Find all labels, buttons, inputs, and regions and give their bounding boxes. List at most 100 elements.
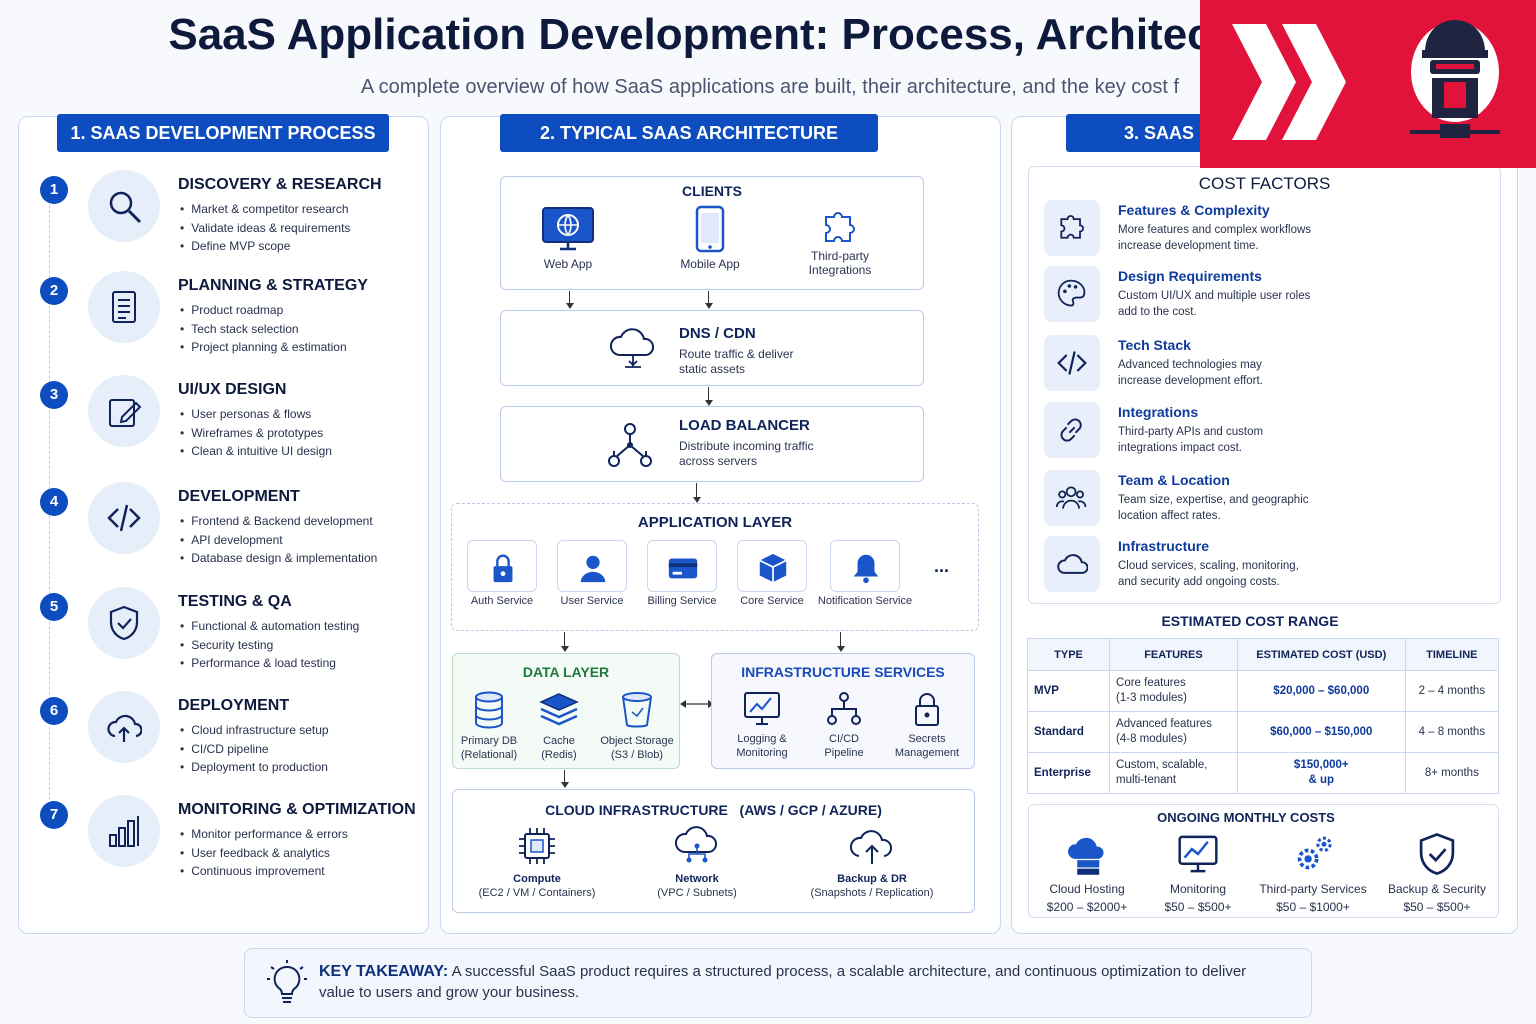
factor-icon-box bbox=[1044, 200, 1100, 256]
step-bullet: Database design & implementation bbox=[178, 549, 377, 568]
monthly-cost-name: Third-party Services bbox=[1259, 882, 1367, 896]
client-label: Web App bbox=[543, 257, 593, 271]
client-mobile-app[interactable]: Mobile App bbox=[673, 205, 747, 271]
lightbulb-icon bbox=[267, 960, 307, 1003]
data-item-label: Object Storage (S3 / Blob) bbox=[600, 735, 674, 761]
cell-timeline: 4 – 8 months bbox=[1404, 711, 1500, 753]
mobile-phone-icon bbox=[695, 205, 725, 253]
step-number: 5 bbox=[40, 593, 68, 621]
step-icon-circle bbox=[88, 691, 160, 763]
process-step[interactable]: 3UI/UX DESIGNUser personas & flowsWirefr… bbox=[36, 375, 431, 481]
service-label: Core Service bbox=[740, 595, 804, 607]
factor-desc-line: Advanced technologies may bbox=[1118, 359, 1262, 371]
step-number: 1 bbox=[40, 176, 68, 204]
process-step[interactable]: 6DEPLOYMENTCloud infrastructure setupCI/… bbox=[36, 691, 431, 797]
cell-line: & up bbox=[1308, 774, 1335, 786]
step-bullets: Frontend & Backend developmentAPI develo… bbox=[178, 512, 377, 568]
monthly-cost-item: Monitoring$50 – $500+ bbox=[1143, 832, 1253, 916]
step-icon-circle bbox=[88, 482, 160, 554]
step-bullet: CI/CD pipeline bbox=[178, 740, 329, 759]
shield-check-icon bbox=[109, 605, 139, 641]
monthly-cost-name: Monitoring bbox=[1169, 882, 1227, 896]
cloud-item-sub: (Snapshots / Replication) bbox=[810, 887, 934, 899]
client-third-party[interactable]: Third-party Integrations bbox=[797, 205, 883, 277]
bar-chart-icon bbox=[109, 816, 139, 847]
monitor-globe-icon bbox=[542, 207, 594, 251]
cell-line: Advanced features bbox=[1116, 718, 1212, 730]
step-number: 7 bbox=[40, 801, 68, 829]
monthly-cost-range: $50 – $1000+ bbox=[1276, 900, 1350, 914]
takeaway-label: KEY TAKEAWAY: bbox=[319, 963, 449, 980]
client-web-app[interactable]: Web App bbox=[531, 205, 605, 271]
infra-item-cicd[interactable]: CI/CD Pipeline bbox=[812, 690, 876, 760]
cloud-item-network[interactable]: Network (VPC / Subnets) bbox=[637, 824, 757, 900]
clients-title: CLIENTS bbox=[682, 183, 742, 199]
service-card[interactable] bbox=[467, 540, 537, 592]
process-header: 1. SAAS DEVELOPMENT PROCESS bbox=[57, 114, 389, 152]
cell-features: Advanced features (4-8 modules) bbox=[1109, 711, 1238, 753]
cloud-item-name: Backup & DR bbox=[837, 873, 907, 885]
cell-cost: $20,000 – $60,000 bbox=[1236, 670, 1406, 712]
data-item-storage[interactable]: Object Storage (S3 / Blob) bbox=[597, 690, 677, 762]
pipeline-icon bbox=[827, 692, 861, 725]
step-title: DISCOVERY & RESEARCH bbox=[178, 176, 382, 193]
service-label: Notification Service bbox=[817, 595, 913, 607]
step-bullet: Security testing bbox=[178, 636, 359, 655]
service-card[interactable] bbox=[737, 540, 807, 592]
monthly-cost-name: Backup & Security bbox=[1387, 882, 1487, 896]
data-item-cache[interactable]: Cache (Redis) bbox=[529, 690, 589, 762]
cell-line: (4-8 modules) bbox=[1116, 733, 1187, 745]
puzzle-icon bbox=[825, 212, 855, 242]
factor-desc-line: More features and complex workflows bbox=[1118, 224, 1312, 236]
bucket-icon bbox=[622, 692, 652, 728]
palette-icon bbox=[1057, 279, 1086, 307]
process-step[interactable]: 4DEVELOPMENTFrontend & Backend developme… bbox=[36, 482, 431, 588]
step-title: DEPLOYMENT bbox=[178, 697, 290, 714]
infra-item-secrets[interactable]: Secrets Management bbox=[882, 690, 972, 760]
infra-item-logging[interactable]: Logging & Monitoring bbox=[724, 690, 800, 760]
factor-desc-line: Custom UI/UX and multiple user roles bbox=[1118, 290, 1311, 302]
dns-desc: Route traffic & deliver static assets bbox=[679, 347, 794, 376]
monthly-cost-range: $200 – $2000+ bbox=[1046, 900, 1128, 914]
factor-title: Tech Stack bbox=[1118, 337, 1191, 353]
user-icon bbox=[580, 555, 606, 583]
infra-services-title: INFRASTRUCTURE SERVICES bbox=[741, 664, 945, 680]
data-layer-box: DATA LAYER Primary DB (Relational) Cache… bbox=[452, 653, 680, 769]
data-item-label: Cache (Redis) bbox=[541, 735, 577, 761]
step-bullet: Continuous improvement bbox=[178, 862, 348, 881]
factor-desc-line: and security add ongoing costs. bbox=[1118, 576, 1280, 588]
step-bullet: API development bbox=[178, 531, 377, 550]
service-card[interactable] bbox=[647, 540, 717, 592]
cloud-item-sub: (EC2 / VM / Containers) bbox=[478, 887, 596, 899]
cloud-item-backup[interactable]: Backup & DR (Snapshots / Replication) bbox=[797, 824, 947, 900]
service-label: Billing Service bbox=[647, 595, 717, 607]
service-card[interactable] bbox=[830, 540, 900, 592]
puzzle-icon bbox=[1060, 215, 1084, 239]
step-number: 3 bbox=[40, 381, 68, 409]
step-bullet: Clean & intuitive UI design bbox=[178, 442, 332, 461]
step-bullet: Monitor performance & errors bbox=[178, 825, 348, 844]
cloud-item-compute[interactable]: Compute (EC2 / VM / Containers) bbox=[467, 824, 607, 900]
step-bullets: Functional & automation testingSecurity … bbox=[178, 617, 359, 673]
lb-title: LOAD BALANCER bbox=[679, 417, 810, 434]
factor-desc-line: add to the cost. bbox=[1118, 306, 1197, 318]
chevron-logo-icon bbox=[1232, 24, 1346, 140]
step-number: 6 bbox=[40, 697, 68, 725]
cell-timeline: 8+ months bbox=[1404, 752, 1500, 794]
factor-icon-box bbox=[1044, 536, 1100, 592]
data-item-db[interactable]: Primary DB (Relational) bbox=[457, 690, 521, 762]
cell-line: multi-tenant bbox=[1116, 774, 1177, 786]
service-card[interactable] bbox=[557, 540, 627, 592]
step-icon-circle bbox=[88, 375, 160, 447]
cloud-network-icon bbox=[675, 826, 718, 863]
table-header: TYPE bbox=[1026, 638, 1111, 671]
